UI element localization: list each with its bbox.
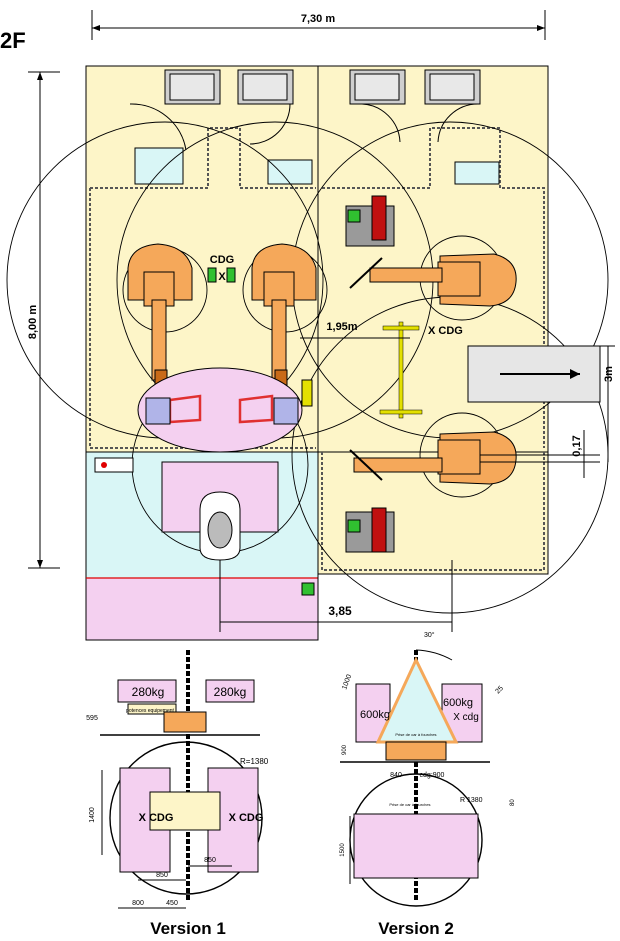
corner-label: 2F [0,28,26,53]
version2-detail: 30° 1000 25 600kg 600kg X cdg Prise de c… [340,631,516,938]
v2-dim-1000: 1000 [341,674,353,691]
v2-dim-900: 900 [342,744,348,755]
v1-dim-850-a: 850 [156,872,168,879]
exit-zone [85,577,319,641]
v2-dim-1500: 1500 [340,843,346,857]
v2-dim-840: 840 [390,772,402,779]
conveyor-dimension-label: 3m [603,366,615,382]
v1-cdg-left: X CDG [139,812,174,824]
v2-cdg: X cdg [453,712,479,723]
v2-load-right: 600kg [443,697,473,709]
offset-dimension-label: 0,17 [571,435,583,456]
version1-detail: 280kg 280kg potences equipement 595 R=13… [86,650,269,938]
cdg-right-label: X CDG [428,325,463,337]
robot-right-2 [345,431,517,553]
v1-load-right: 280kg [214,685,247,699]
v1-dim-1400: 1400 [89,807,96,823]
cdg-left-label: CDG [210,254,234,266]
top-machines [129,69,500,185]
width-dimension: 7,30 m [91,10,546,40]
gripper-pair [137,367,313,453]
v1-dim-800: 800 [132,900,144,907]
v1-dim-450: 450 [166,900,178,907]
width-dimension-label: 7,30 m [301,13,335,25]
height-dimension-label: 8,00 m [27,305,39,339]
v1-height-dim: 595 [86,715,98,722]
robot-left-2 [251,243,317,389]
v2-radius-label: R 1380 [460,797,483,804]
v2-dim-25: 25 [494,685,505,696]
version1-title: Version 1 [150,919,226,938]
v2-angle: 30° [424,631,435,639]
v2-load-left: 600kg [360,709,390,721]
v1-radius-label: R=1380 [240,757,269,766]
v1-tool-label: potences equipement [126,708,174,714]
v1-cdg-right: X CDG [229,812,264,824]
loading-station [94,457,315,596]
cdg-left-mark: X [218,271,226,283]
v1-dim-850-b: 850 [204,857,216,864]
v2-dim-80: 80 [510,799,516,806]
v2-fork-label-top: Prise de car à fourches [395,732,436,737]
height-dimension: 8,00 m [27,71,60,569]
floor-plan: 7,30 m 2F 8,00 m [0,10,615,641]
bottom-dimension-label: 3,85 [328,604,352,618]
version2-title: Version 2 [378,919,454,938]
v1-load-left: 280kg [132,685,165,699]
robot-right-1 [345,195,517,307]
conveyor: 3m [467,345,615,462]
transfer-beam [379,321,423,419]
gap-dimension-label: 1,95m [326,321,357,333]
v2-fork-label-bottom: Prise de car à fourches [389,802,430,807]
